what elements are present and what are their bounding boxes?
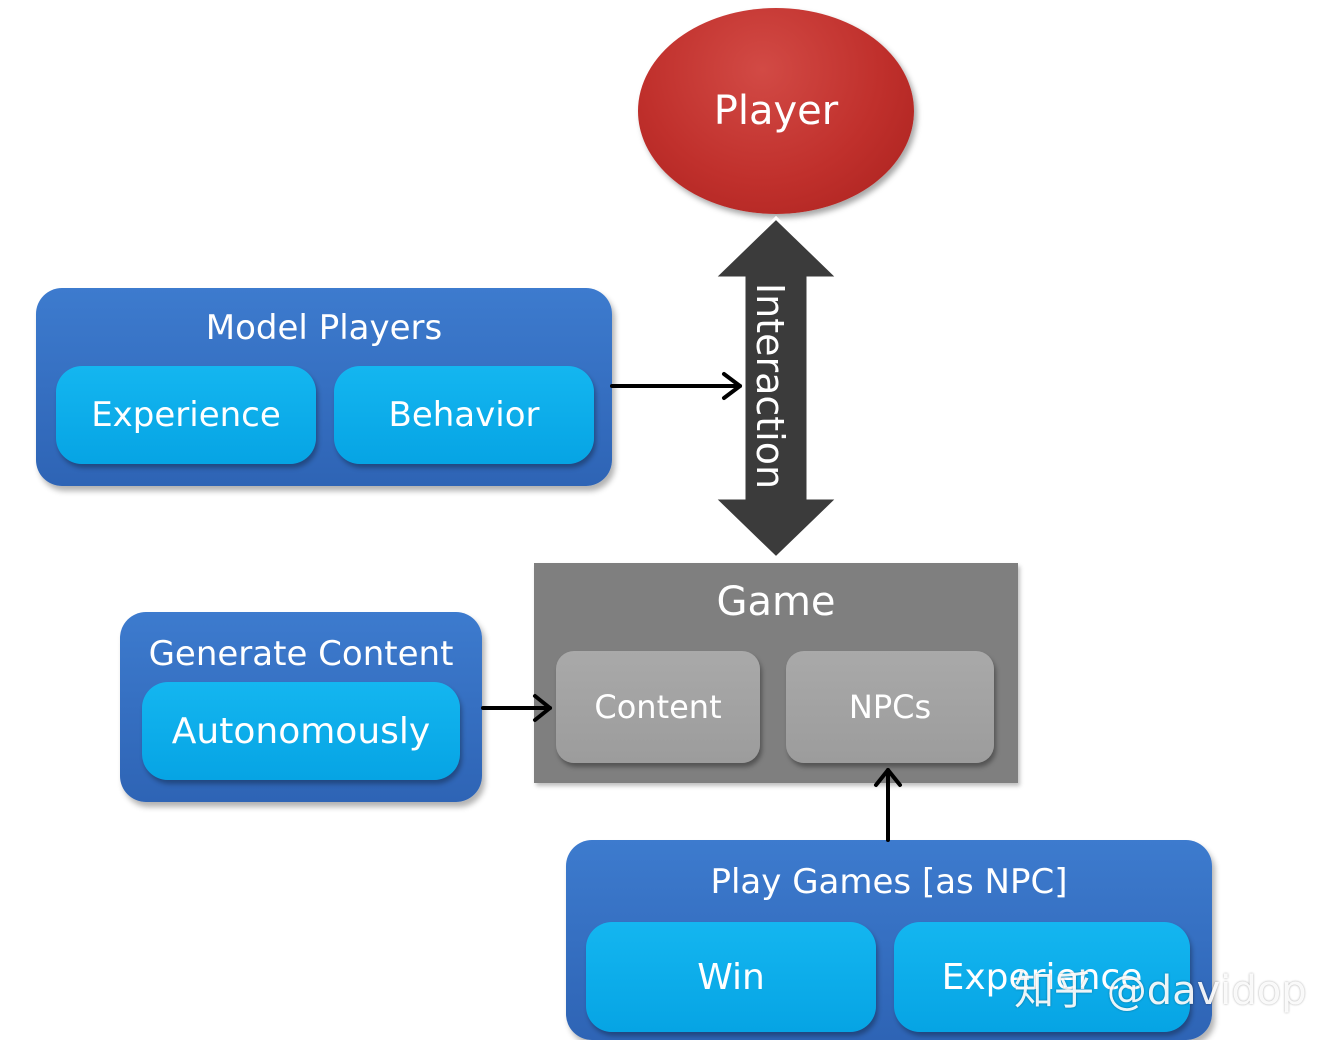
generate-content-group: Generate Content Autonomously: [120, 612, 482, 802]
behavior-pill: Behavior: [334, 366, 594, 464]
model-players-title: Model Players: [205, 308, 443, 348]
experience-pill: Experience: [56, 366, 316, 464]
game-box: Game Content NPCs: [534, 563, 1018, 783]
model-players-group: Model Players Experience Behavior: [36, 288, 612, 486]
content-pill: Content: [556, 651, 760, 763]
interaction-label: Interaction: [748, 282, 792, 490]
player-node: Player: [638, 8, 914, 214]
interaction-arrow-shape: [710, 215, 842, 561]
interaction-double-arrow: [710, 215, 842, 561]
player-label: Player: [713, 88, 839, 134]
play-games-title: Play Games [as NPC]: [710, 862, 1068, 902]
npcs-pill: NPCs: [786, 651, 994, 763]
game-title: Game: [716, 579, 836, 625]
autonomously-pill: Autonomously: [142, 682, 460, 780]
watermark-text: 知乎 @davidop: [1014, 968, 1307, 1014]
win-pill: Win: [586, 922, 876, 1032]
generate-content-title: Generate Content: [148, 634, 454, 674]
